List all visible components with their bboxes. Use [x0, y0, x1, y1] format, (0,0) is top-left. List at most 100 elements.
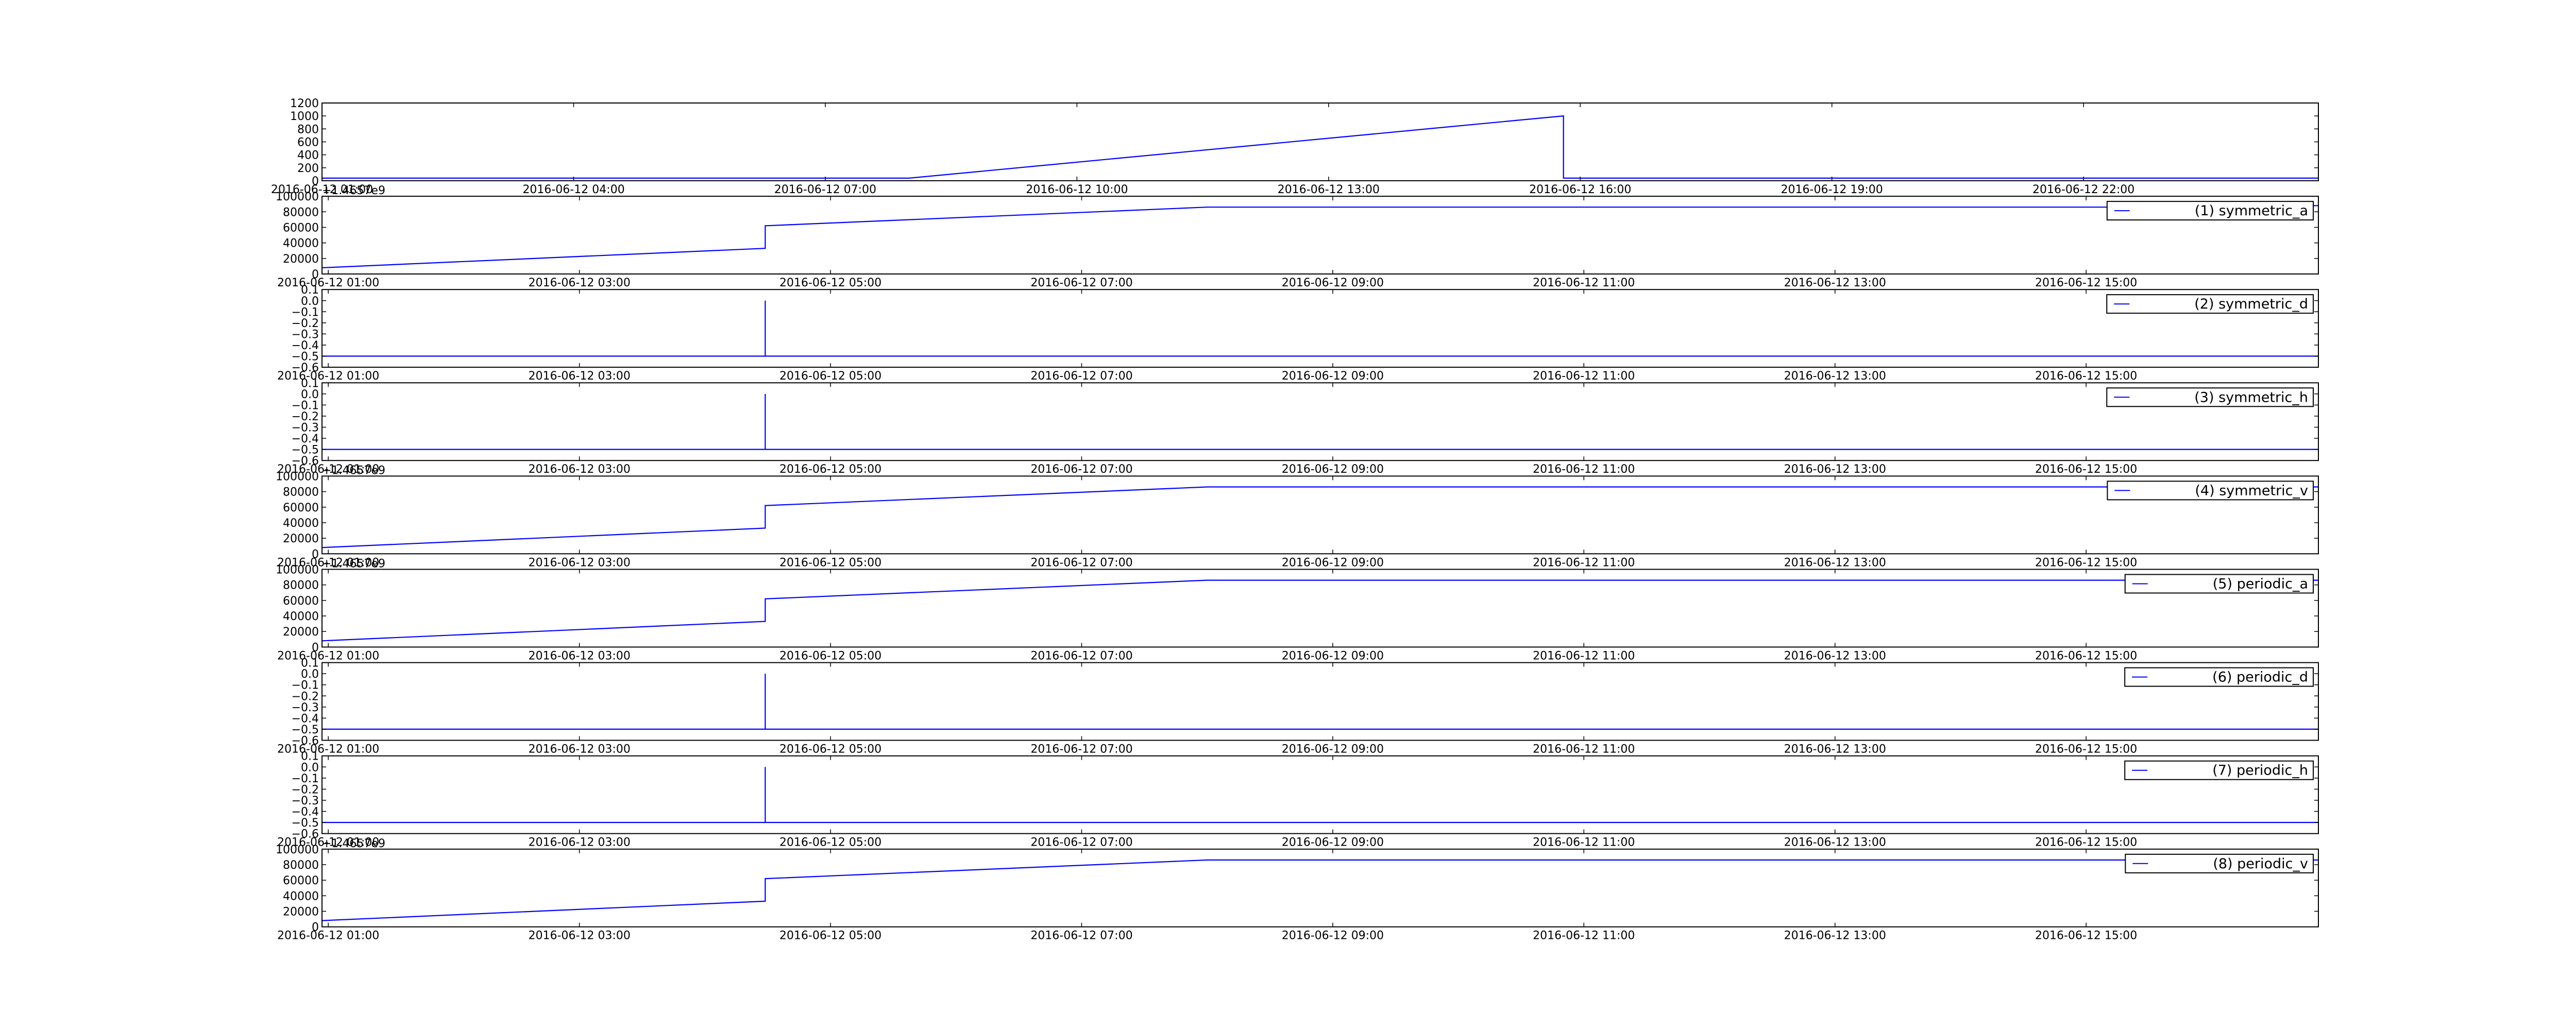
y-tick-label: −0.6 [292, 455, 319, 468]
legend-label: (8) periodic_v [2213, 856, 2308, 872]
x-tick-label: 2016-06-12 04:00 [522, 183, 624, 196]
y-tick-label: 40000 [283, 890, 319, 903]
axes-frame [321, 196, 2319, 274]
y-tick-label: 20000 [283, 533, 319, 545]
x-tick-label: 2016-06-12 13:00 [1784, 556, 1886, 569]
y-tick-label: 0.0 [301, 295, 319, 308]
y-tick-label: −0.4 [292, 712, 319, 725]
x-tick-label: 2016-06-12 13:00 [1784, 370, 1886, 383]
y-tick-label: −0.2 [292, 783, 319, 796]
x-tick-label: 2016-06-12 15:00 [2035, 277, 2137, 289]
y-tick-label: −0.1 [292, 772, 319, 785]
axes-frame [321, 102, 2319, 181]
axes-background [322, 289, 2318, 368]
y-tick-label: −0.4 [292, 805, 319, 818]
y-tick-label: −0.5 [292, 444, 319, 457]
y-tick-label: −0.5 [292, 351, 319, 364]
y-tick-label: −0.6 [292, 362, 319, 374]
x-tick-label: 2016-06-12 07:00 [774, 183, 876, 196]
legend: (1) symmetric_a [2106, 201, 2314, 221]
x-tick-label: 2016-06-12 03:00 [528, 930, 630, 942]
x-tick-label: 2016-06-12 03:00 [528, 836, 630, 849]
axes-frame [321, 755, 2319, 834]
y-tick-label: 600 [297, 136, 319, 149]
x-tick-label: 2016-06-12 11:00 [1533, 743, 1635, 756]
x-tick-label: 2016-06-12 22:00 [2032, 183, 2134, 196]
y-tick-label: −0.2 [292, 317, 319, 330]
legend: (8) periodic_v [2125, 853, 2314, 873]
x-tick-label: 2016-06-12 05:00 [779, 930, 882, 942]
x-tick-label: 2016-06-12 01:00 [277, 930, 379, 942]
axes-frame [321, 382, 2319, 461]
axes-background [322, 476, 2318, 554]
legend: (6) periodic_d [2124, 667, 2314, 687]
axes-frame [321, 848, 2319, 928]
x-tick-label: 2016-06-12 15:00 [2035, 743, 2137, 756]
y-tick-label: 0.1 [301, 377, 319, 390]
legend-box [2125, 853, 2314, 873]
y-tick-label: 40000 [283, 610, 319, 623]
x-tick-label: 2016-06-12 05:00 [779, 463, 882, 476]
x-tick-label: 2016-06-12 05:00 [779, 836, 882, 849]
x-tick-label: 2016-06-12 13:00 [1784, 836, 1886, 849]
y-tick-label: 60000 [283, 595, 319, 608]
x-tick-label: 2016-06-12 15:00 [2035, 930, 2137, 942]
x-tick-label: 2016-06-12 10:00 [1026, 183, 1128, 196]
x-tick-label: 2016-06-12 05:00 [779, 743, 882, 756]
x-tick-label: 2016-06-12 11:00 [1533, 370, 1635, 383]
y-tick-label: −0.6 [292, 735, 319, 748]
legend-label: (2) symmetric_d [2194, 296, 2308, 312]
x-tick-label: 2016-06-12 05:00 [779, 277, 882, 289]
y-tick-label: 20000 [283, 906, 319, 919]
axes-background [322, 662, 2318, 741]
legend-box [2124, 574, 2314, 594]
y-tick-label: 0.1 [301, 750, 319, 763]
y-tick-label: 0 [312, 548, 319, 561]
y-tick-label: 400 [297, 149, 319, 162]
x-tick-label: 2016-06-12 11:00 [1533, 836, 1635, 849]
axes-background [322, 849, 2318, 927]
x-tick-label: 2016-06-12 07:00 [1030, 370, 1132, 383]
x-tick-label: 2016-06-12 07:00 [1030, 463, 1132, 476]
y-tick-label: −0.6 [292, 828, 319, 841]
legend-label: (6) periodic_d [2212, 670, 2308, 685]
y-tick-label: −0.1 [292, 679, 319, 692]
y-tick-label: −0.3 [292, 328, 319, 341]
y-tick-label: 800 [297, 123, 319, 136]
legend-label: (1) symmetric_a [2195, 203, 2308, 219]
series-line [321, 859, 2318, 921]
axes-frame [321, 662, 2319, 741]
legend-label: (7) periodic_h [2212, 763, 2308, 779]
y-tick-label: 0.0 [301, 668, 319, 681]
legend-box [2106, 294, 2314, 314]
y-tick-label: 80000 [283, 579, 319, 592]
x-tick-label: 2016-06-12 03:00 [528, 463, 630, 476]
legend: (7) periodic_h [2124, 760, 2314, 780]
x-tick-label: 2016-06-12 01:00 [271, 183, 373, 196]
series-line [322, 300, 2318, 357]
y-tick-label: 0 [312, 921, 319, 934]
y-offset-label: +1.4657e9 [322, 464, 385, 477]
x-tick-label: 2016-06-12 09:00 [1282, 463, 1384, 476]
x-tick-label: 2016-06-12 13:00 [1784, 277, 1886, 289]
legend: (2) symmetric_d [2106, 294, 2314, 314]
x-tick-label: 2016-06-12 09:00 [1282, 649, 1384, 662]
axes-frame [321, 475, 2319, 555]
x-tick-label: 2016-06-12 01:00 [277, 370, 379, 383]
subplot-1: 2016-06-12 01:00 2016-06-12 04:00 2016-06-… [271, 97, 2319, 196]
x-tick-label: 2016-06-12 11:00 [1533, 277, 1635, 289]
x-tick-label: 2016-06-12 03:00 [528, 277, 630, 289]
y-tick-label: −0.2 [292, 410, 319, 423]
x-tick-label: 2016-06-12 07:00 [1030, 930, 1132, 942]
y-tick-label: 0 [312, 175, 319, 188]
y-tick-label: 80000 [283, 206, 319, 219]
x-tick-label: 2016-06-12 05:00 [779, 556, 882, 569]
x-tick-label: 2016-06-12 09:00 [1282, 836, 1384, 849]
y-tick-label: −0.4 [292, 339, 319, 352]
x-tick-label: 2016-06-12 15:00 [2035, 463, 2137, 476]
series-line [322, 115, 2318, 179]
y-tick-label: −0.3 [292, 701, 319, 714]
